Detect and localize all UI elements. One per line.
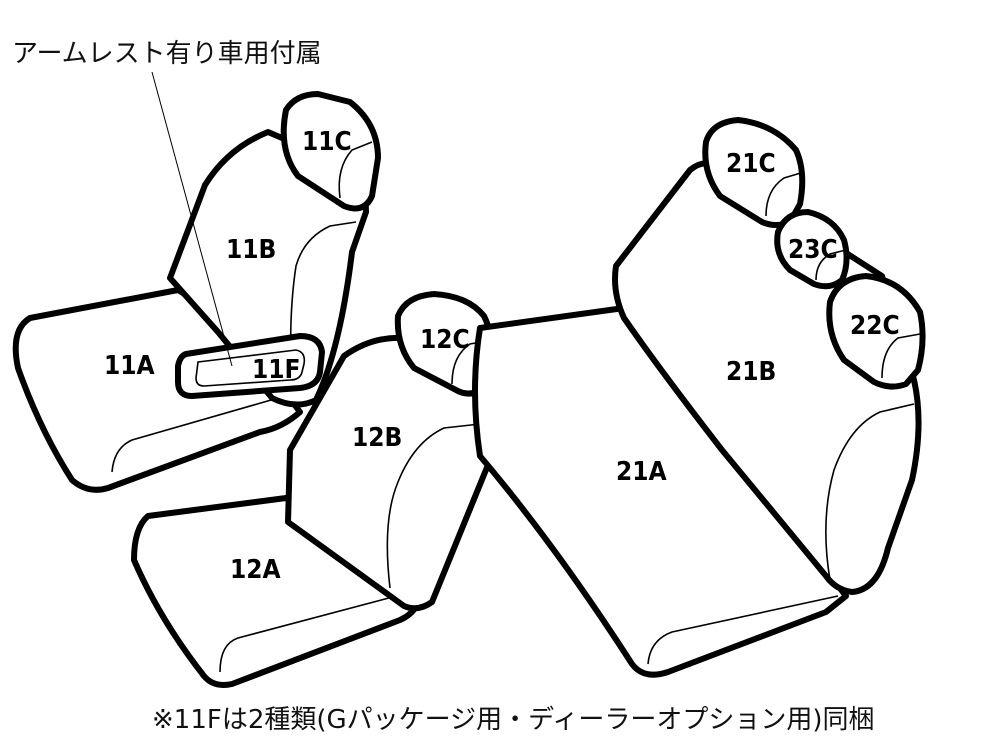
front-seat-12 <box>131 291 496 688</box>
label-21b: 21B <box>726 357 776 387</box>
label-23c: 23C <box>788 235 838 265</box>
label-12b: 12B <box>352 423 402 453</box>
part-11b-backrest <box>167 129 369 408</box>
label-21a: 21A <box>616 457 667 487</box>
callout-leader-line <box>151 71 233 367</box>
armrest-callout-text: アームレスト有り車用付属 <box>12 39 322 69</box>
label-11a: 11A <box>104 351 155 381</box>
label-12c: 12C <box>420 325 470 355</box>
label-22c: 22C <box>850 311 900 341</box>
part-21c-seam <box>765 171 805 217</box>
part-12c-seam <box>451 339 493 385</box>
part-23c-headrest <box>774 209 850 290</box>
part-11f-inner-panel <box>195 349 306 387</box>
part-23c-seam <box>815 249 847 281</box>
part-21c-headrest <box>702 117 806 228</box>
label-11c: 11C <box>302 127 352 157</box>
front-seat-11 <box>12 91 381 493</box>
label-11f: 11F <box>252 355 301 385</box>
part-12b-side-bolster <box>386 423 481 589</box>
label-11b: 11B <box>226 235 276 265</box>
part-21a-cushion <box>472 305 849 678</box>
label-12a: 12A <box>230 555 281 585</box>
part-21b-side-bolster <box>825 403 915 581</box>
part-11c-headrest <box>280 91 381 212</box>
part-21a-front-band <box>647 595 839 665</box>
part-11c-seam <box>338 141 373 199</box>
rear-seat-21 <box>472 117 926 678</box>
part-22c-headrest <box>826 273 926 390</box>
part-12a-front-band <box>219 593 405 673</box>
part-22c-seam <box>881 333 921 379</box>
label-21c: 21C <box>726 149 776 179</box>
footnote-text: ※11Fは2種類(Gパッケージ用・ディーラーオプション用)同梱 <box>152 705 874 735</box>
part-11a-front-band <box>111 397 279 473</box>
